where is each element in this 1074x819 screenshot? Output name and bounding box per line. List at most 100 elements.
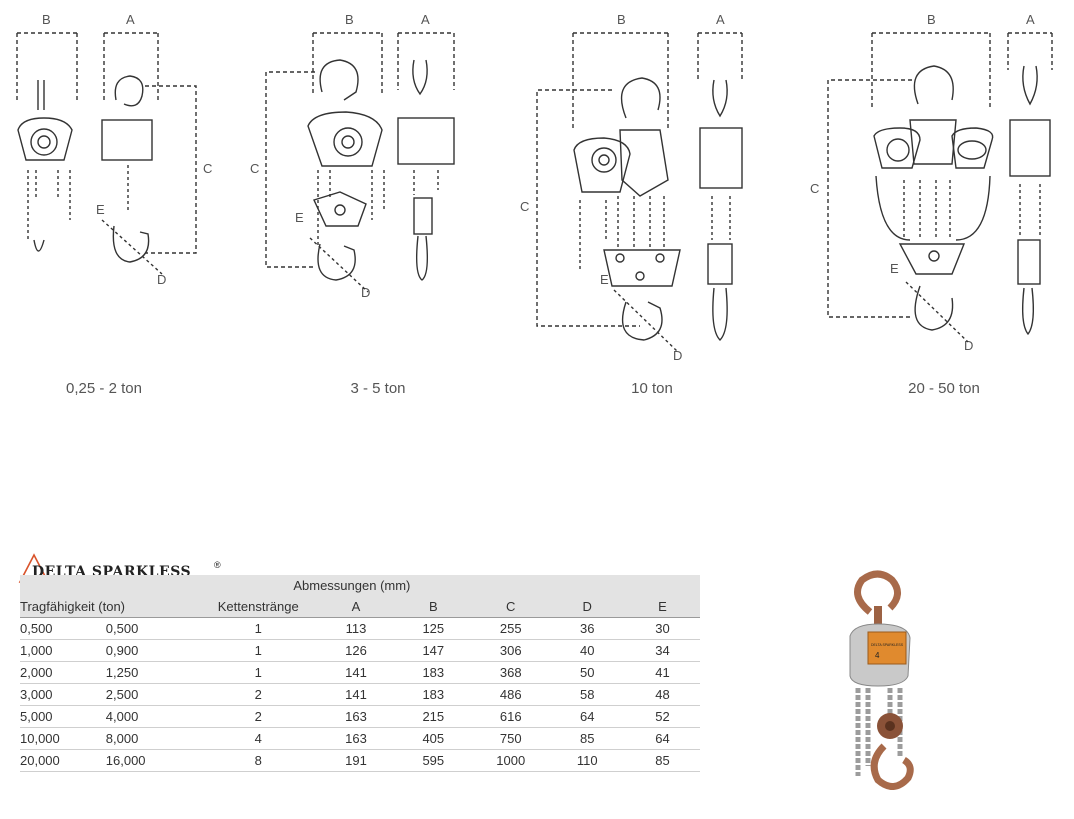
table-cell: 16,000 [105, 749, 200, 772]
dim-c-label: C [810, 181, 819, 196]
table-cell: 0,500 [105, 617, 200, 640]
col-header-b: B [394, 596, 472, 618]
dim-a-label: A [1026, 12, 1035, 27]
diagram-caption: 10 ton [631, 380, 673, 397]
dim-a-label: A [126, 12, 135, 27]
dim-e-label: E [890, 261, 899, 276]
col-header-c: C [471, 596, 550, 618]
col-header-capacity: Tragfähigkeit (ton) [20, 596, 200, 618]
table-cell: 183 [394, 683, 472, 706]
brand-name: DELTA SPARKLESS [32, 564, 192, 580]
diagram-caption: 3 - 5 ton [350, 380, 406, 397]
table-cell: 48 [624, 683, 700, 706]
dim-d-label: D [361, 285, 370, 300]
table-cell: 3,000 [20, 683, 106, 706]
diagram-3: B A C E D [520, 12, 743, 363]
table-cell: 486 [471, 683, 550, 706]
table-cell: 10,000 [20, 727, 106, 750]
table-cell: 215 [394, 705, 472, 728]
table-cell: 163 [317, 727, 395, 750]
table-cell: 0,900 [105, 639, 200, 662]
table-cell: 5,000 [20, 705, 106, 728]
table-cell: 1,000 [20, 639, 106, 662]
table-cell: 750 [471, 727, 550, 750]
table-cell: 368 [471, 661, 550, 684]
table-cell: 4 [199, 727, 318, 750]
table-group-header-row: Abmessungen (mm) [20, 575, 700, 596]
dim-d-label: D [964, 338, 973, 353]
table-cell: 191 [317, 749, 395, 772]
col-header-e: E [624, 596, 700, 618]
diagram-4: B A C E D [810, 12, 1053, 353]
table-cell: 85 [549, 727, 625, 750]
dim-c-label: C [520, 199, 529, 214]
table-cell: 8,000 [105, 727, 200, 750]
table-cell: 1 [199, 661, 318, 684]
photo-label: DELTA SPARKLESS [871, 643, 904, 647]
table-cell: 34 [624, 639, 700, 662]
col-header-a: A [317, 596, 395, 618]
table-cell: 52 [624, 705, 700, 728]
table-cell: 36 [549, 617, 625, 640]
dim-a-label: A [716, 12, 725, 27]
table-cell: 20,000 [20, 749, 106, 772]
table-cell: 405 [394, 727, 472, 750]
dim-a-label: A [421, 12, 430, 27]
dim-e-label: E [295, 210, 304, 225]
hoist-drawings: B A C E D B A C E D [16, 12, 1053, 363]
table-cell: 1 [199, 639, 318, 662]
table-cell: 306 [471, 639, 550, 662]
table-cell: 0,500 [20, 617, 106, 640]
group-header: Abmessungen (mm) [293, 578, 411, 593]
dim-c-label: C [203, 161, 212, 176]
table-cell: 255 [471, 617, 550, 640]
table-cell: 1000 [471, 749, 550, 772]
table-cell: 41 [624, 661, 700, 684]
diagram-2: B A C E D [250, 12, 455, 300]
table-cell: 2,500 [105, 683, 200, 706]
table-cell: 30 [624, 617, 700, 640]
table-cell: 141 [317, 661, 395, 684]
brand-logo: DELTA SPARKLESS ® [18, 552, 248, 586]
svg-text:4: 4 [875, 651, 880, 660]
table-cell: 110 [549, 749, 625, 772]
table-cell: 183 [394, 661, 472, 684]
dim-b-label: B [617, 12, 626, 27]
dim-d-label: D [673, 348, 682, 363]
table-cell: 4,000 [105, 705, 200, 728]
product-photo: DELTA SPARKLESS 4 [828, 566, 928, 798]
table-cell: 125 [394, 617, 472, 640]
table-cell: 50 [549, 661, 625, 684]
table-cell: 64 [624, 727, 700, 750]
spec-table: Abmessungen (mm) Tragfähigkeit (ton) Ket… [20, 575, 700, 772]
triangle-logo-icon [18, 553, 50, 583]
table-cell: 2,000 [20, 661, 106, 684]
dim-d-label: D [157, 272, 166, 287]
col-header-chain-falls: Kettenstränge [199, 596, 318, 618]
table-cell: 85 [624, 749, 700, 772]
table-cell: 64 [549, 705, 625, 728]
dim-e-label: E [600, 272, 609, 287]
diagram-caption: 20 - 50 ton [908, 380, 980, 397]
table-cell: 1,250 [105, 661, 200, 684]
table-header-row: Tragfähigkeit (ton) Kettenstränge A B C … [20, 596, 700, 618]
table-cell: 595 [394, 749, 472, 772]
diagram-1: B A C E D [16, 12, 212, 287]
table-cell: 113 [317, 617, 395, 640]
col-header-d: D [549, 596, 625, 618]
dim-b-label: B [42, 12, 51, 27]
diagram-caption: 0,25 - 2 ton [66, 380, 142, 397]
table-cell: 2 [199, 683, 318, 706]
registered-mark: ® [214, 560, 221, 570]
table-cell: 8 [199, 749, 318, 772]
dim-b-label: B [927, 12, 936, 27]
hoist-diagrams: B A C E D B A C E D [16, 12, 1053, 397]
dim-b-label: B [345, 12, 354, 27]
table-cell: 1 [199, 617, 318, 640]
dim-e-label: E [96, 202, 105, 217]
